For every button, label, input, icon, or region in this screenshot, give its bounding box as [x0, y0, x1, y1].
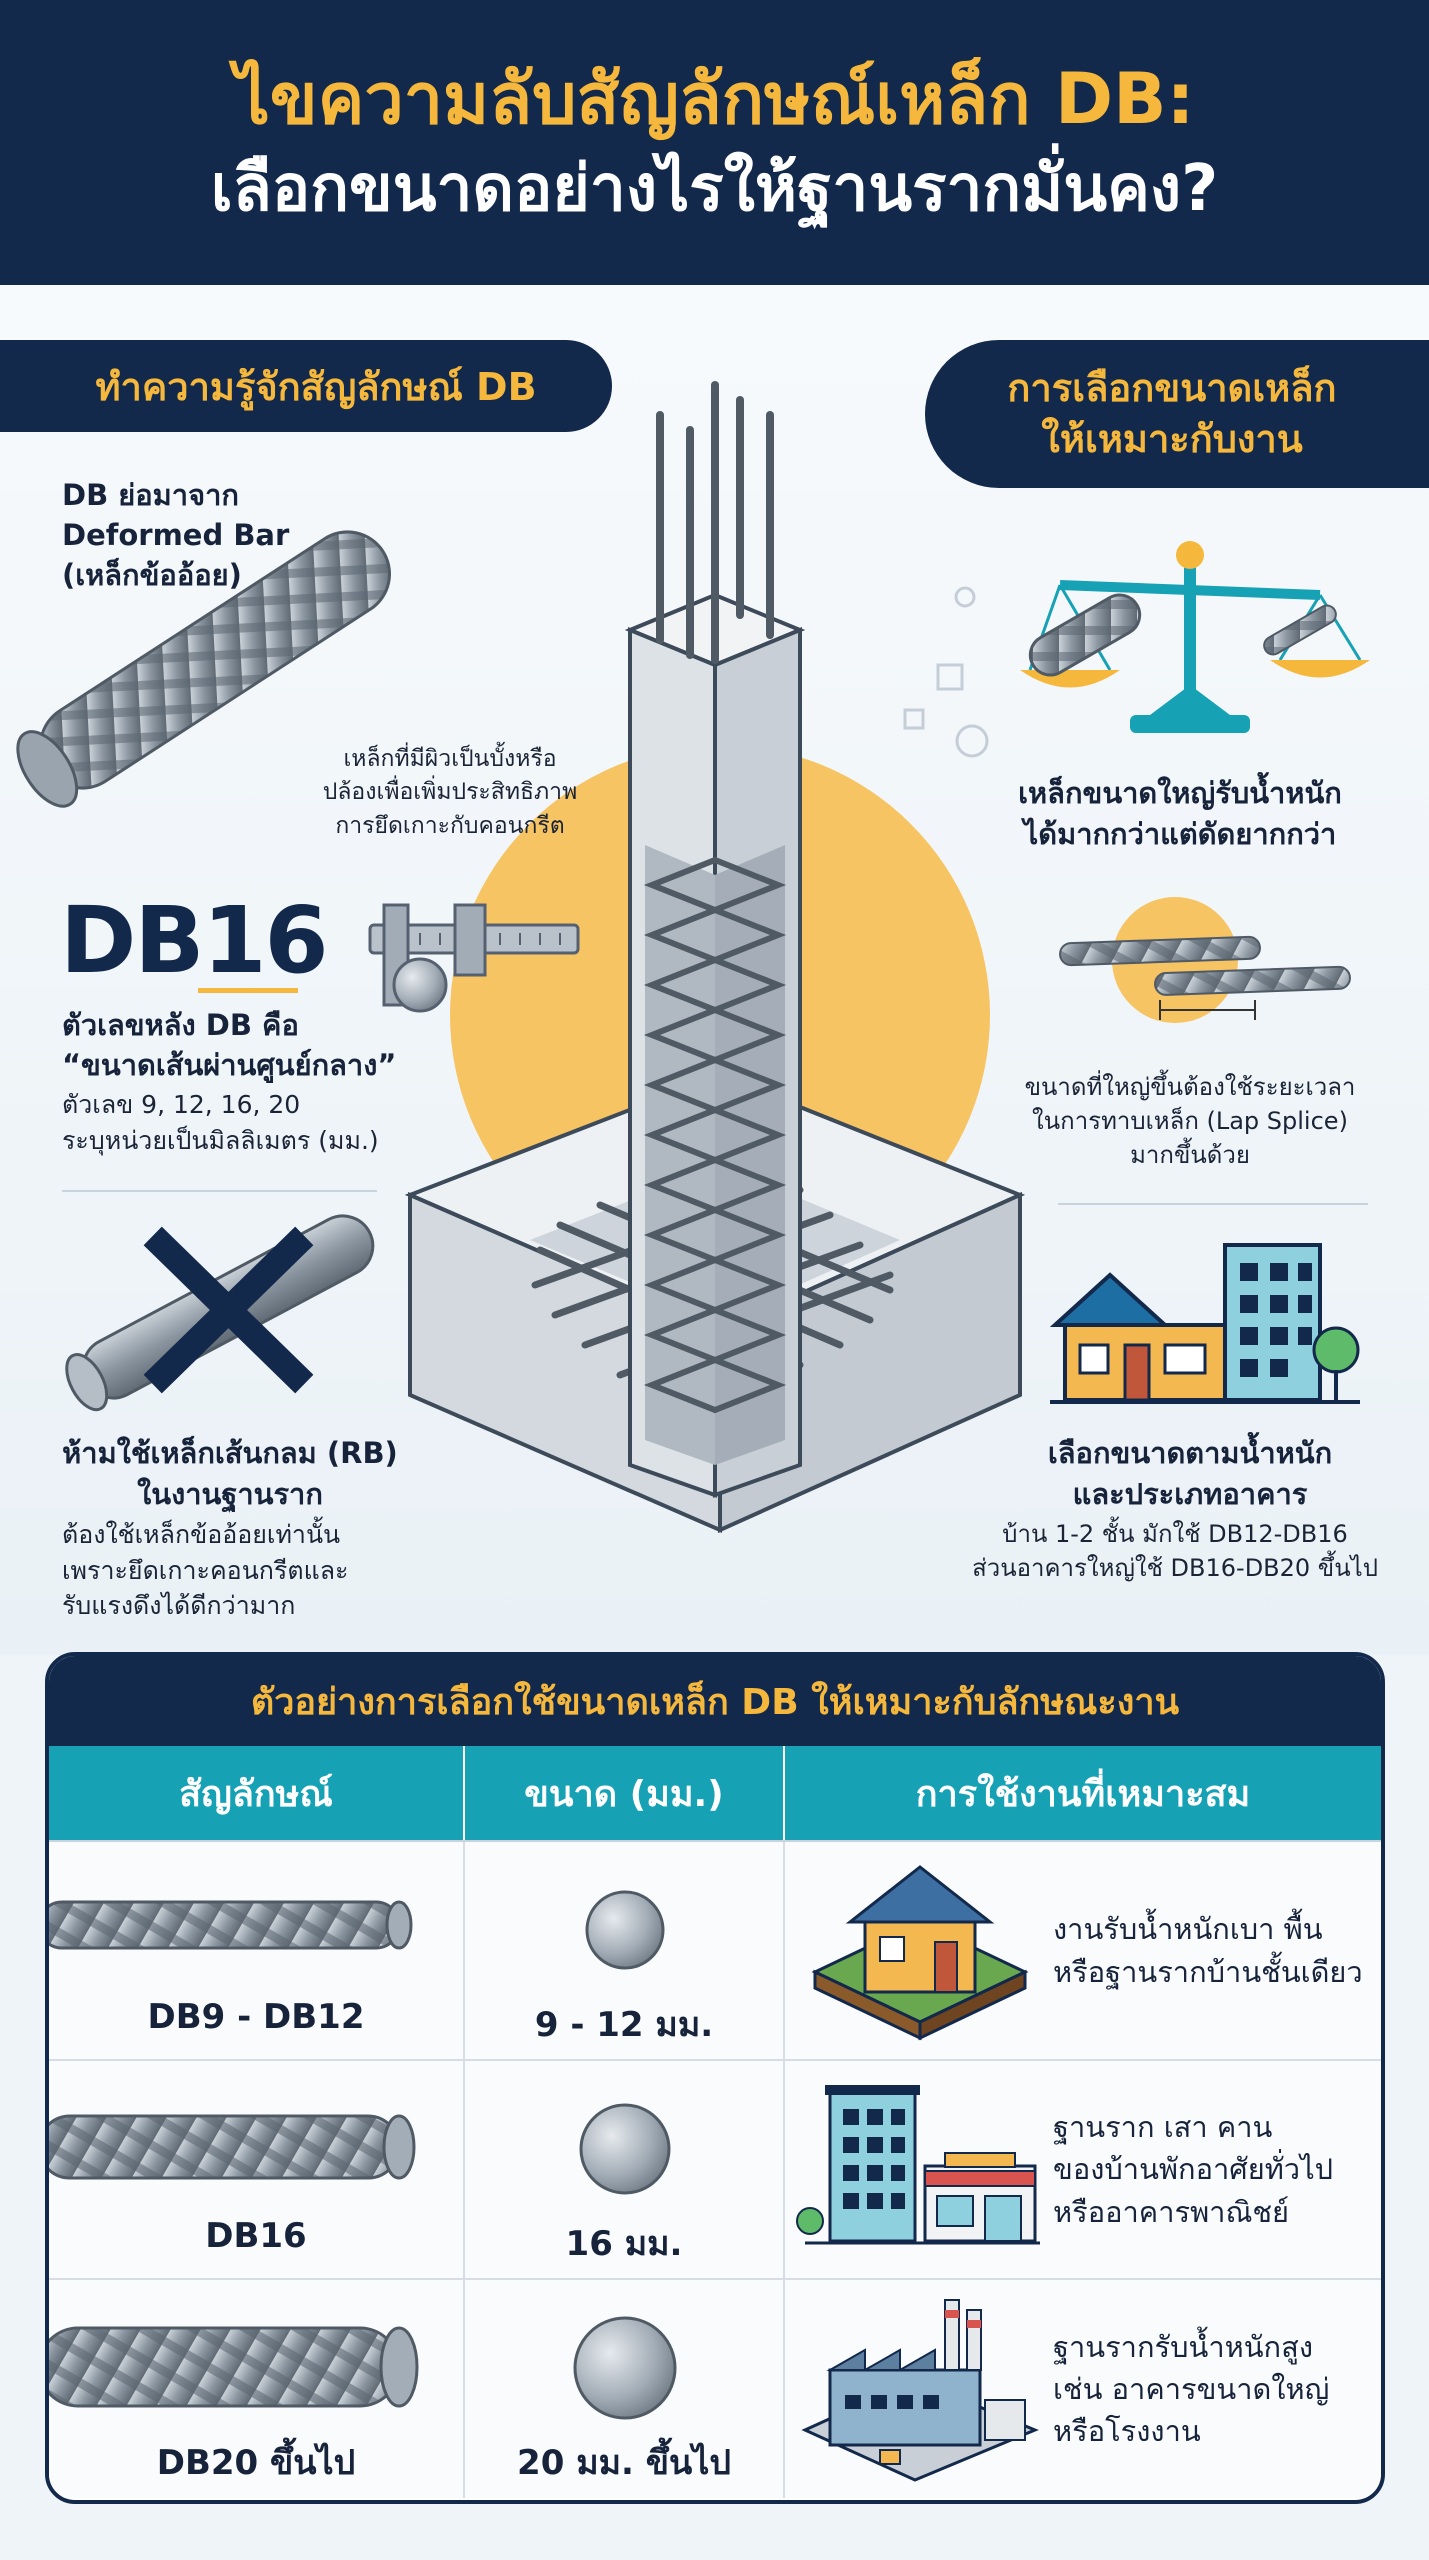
db-def-line3: (เหล็กข้ออ้อย) — [62, 558, 242, 593]
usage-line1: ฐานรากรับน้ำหนักสูง — [1053, 2329, 1313, 2364]
db16-underline — [198, 988, 298, 993]
right-divider — [1058, 1203, 1368, 1205]
warn-desc-line1: ต้องใช้เหล็กข้ออ้อยเท่านั้น — [62, 1520, 341, 1549]
rib-desc-line2: ปล้องเพื่อเพิ่มประสิทธิภาพ — [322, 779, 578, 806]
warn-desc-line3: รับแรงดึงได้ดีกว่ามาก — [62, 1591, 296, 1620]
cross-section-circle-icon — [573, 2316, 677, 2420]
db-def-line1: DB ย่อมาจาก — [62, 478, 239, 512]
usage-cell: งานรับน้ำหนักเบา พื้น หรือฐานรากบ้านชั้น… — [785, 1842, 1381, 2059]
usage-line3: หรืออาคารพาณิชย์ — [1053, 2194, 1290, 2229]
house-building-icon — [1049, 1243, 1360, 1404]
warn-title-line2: ในงานฐานราก — [137, 1476, 323, 1511]
splice-desc-line2: ในการทาบเหล็ก (Lap Splice) — [1032, 1107, 1348, 1136]
building-desc-line1: บ้าน 1-2 ชั้น มักใช้ DB12-DB16 — [1002, 1520, 1348, 1548]
table-row: DB16 16 มม. — [49, 2061, 1381, 2280]
lap-splice-icon — [1059, 935, 1351, 1020]
usage-text: ฐานราก เสา คาน ของบ้านพักอาศัยทั่วไป หรื… — [1053, 2061, 1373, 2278]
thin-rebar-icon — [49, 1900, 413, 1950]
db-definition: DB ย่อมาจาก Deformed Bar (เหล็กข้ออ้อย) — [62, 475, 289, 595]
usage-cell: ฐานราก เสา คาน ของบ้านพักอาศัยทั่วไป หรื… — [785, 2061, 1381, 2278]
size-cell: 16 มม. — [465, 2061, 785, 2278]
splice-desc-line3: มากขึ้นด้วย — [1130, 1141, 1250, 1170]
warning-title: ห้ามใช้เหล็กเส้นกลม (RB) ในงานฐานราก — [40, 1433, 420, 1514]
db-def-line2: Deformed Bar — [62, 518, 290, 553]
rib-desc-line1: เหล็กที่มีผิวเป็นบั้งหรือ — [343, 746, 557, 772]
title-line-2: เลือกขนาดอย่างไรให้ฐานรากมั่นคง? — [210, 152, 1219, 227]
splice-description: ขนาดที่ใหญ่ขึ้นต้องใช้ระยะเวลา ในการทาบเ… — [990, 1070, 1390, 1172]
splice-desc-line1: ขนาดที่ใหญ่ขึ้นต้องใช้ระยะเวลา — [1024, 1073, 1356, 1101]
main-illustration-area: ทำความรู้จักสัญลักษณ์ DB การเลือกขนาดเหล… — [0, 285, 1429, 1655]
thick-rebar-icon — [49, 2326, 419, 2408]
table-row: DB20 ขึ้นไป 20 มม. ขึ้นไป — [49, 2280, 1381, 2498]
number-description: ตัวเลข 9, 12, 16, 20 ระบุหน่วยเป็นมิลลิเ… — [62, 1087, 379, 1158]
usage-line2: หรือฐานรากบ้านชั้นเดียว — [1053, 1954, 1363, 1989]
table-header-row: สัญลักษณ์ ขนาด (มม.) การใช้งานที่เหมาะสม — [49, 1746, 1381, 1842]
header-banner: ไขความลับสัญลักษณ์เหล็ก DB: เลือกขนาดอย่… — [0, 0, 1429, 285]
footing-column-illustration — [404, 381, 1026, 1534]
number-title-line2: “ขนาดเส้นผ่านศูนย์กลาง” — [62, 1048, 397, 1083]
number-title: ตัวเลขหลัง DB คือ “ขนาดเส้นผ่านศูนย์กลาง… — [62, 1005, 396, 1085]
factory-icon — [801, 2299, 1039, 2482]
title-line-1: ไขความลับสัญลักษณ์เหล็ก DB: — [234, 57, 1195, 140]
usage-text: งานรับน้ำหนักเบา พื้น หรือฐานรากบ้านชั้น… — [1053, 1842, 1373, 2059]
size-cell: 9 - 12 มม. — [465, 1842, 785, 2059]
usage-line3: หรือโรงงาน — [1053, 2414, 1201, 2449]
usage-line2: ของบ้านพักอาศัยทั่วไป — [1053, 2152, 1334, 2187]
usage-line1: ฐานราก เสา คาน — [1053, 2110, 1273, 2145]
size-cell: 20 มม. ขึ้นไป — [465, 2280, 785, 2498]
header-usage: การใช้งานที่เหมาะสม — [915, 1773, 1251, 1815]
decorative-shapes — [903, 586, 989, 758]
table-title: ตัวอย่างการเลือกใช้ขนาดเหล็ก DB ให้เหมาะ… — [49, 1656, 1381, 1746]
symbol-label: DB9 - DB12 — [147, 1997, 365, 2037]
building-description: บ้าน 1-2 ชั้น มักใช้ DB12-DB16 ส่วนอาคาร… — [960, 1517, 1390, 1585]
symbol-label: DB16 — [205, 2216, 307, 2256]
selection-table: ตัวอย่างการเลือกใช้ขนาดเหล็ก DB ให้เหมาะ… — [45, 1652, 1385, 2504]
cross-section-circle-icon — [585, 1890, 665, 1970]
size-label: 20 มม. ขึ้นไป — [517, 2443, 731, 2483]
number-desc-line1: ตัวเลข 9, 12, 16, 20 — [62, 1090, 301, 1119]
caliper-icon — [368, 903, 580, 1013]
right-section-title-line2: ให้เหมาะกับงาน — [1041, 417, 1303, 461]
usage-line2: เช่น อาคารขนาดใหญ่ — [1053, 2371, 1330, 2406]
usage-text: ฐานรากรับน้ำหนักสูง เช่น อาคารขนาดใหญ่ ห… — [1053, 2280, 1373, 2498]
commercial-building-icon — [796, 2085, 1040, 2245]
header-size: ขนาด (มม.) — [465, 1746, 785, 1840]
medium-rebar-icon — [49, 2114, 416, 2180]
usage-cell: ฐานรากรับน้ำหนักสูง เช่น อาคารขนาดใหญ่ ห… — [785, 2280, 1381, 2498]
scale-title: เหล็กขนาดใหญ่รับน้ำหนัก ได้มากกว่าแต่ดัด… — [960, 773, 1400, 854]
left-section-title: ทำความรู้จักสัญลักษณ์ DB — [0, 340, 612, 432]
left-divider — [62, 1190, 377, 1192]
balance-scale-icon — [1020, 541, 1370, 733]
header-symbol: สัญลักษณ์ — [49, 1746, 465, 1840]
size-label: 16 มม. — [565, 2224, 683, 2264]
table-row: DB9 - DB12 9 - 12 มม. งานรับน้ำหนักเบา พ… — [49, 1842, 1381, 2061]
right-section-title: การเลือกขนาดเหล็ก ให้เหมาะกับงาน — [925, 340, 1429, 488]
number-desc-line2: ระบุหน่วยเป็นมิลลิเมตร (มม.) — [62, 1125, 379, 1155]
cross-mark-icon — [143, 1226, 314, 1394]
right-section-title-line1: การเลือกขนาดเหล็ก — [1007, 365, 1337, 410]
warn-title-line1: ห้ามใช้เหล็กเส้นกลม (RB) — [62, 1436, 398, 1470]
scale-title-line1: เหล็กขนาดใหญ่รับน้ำหนัก — [1018, 776, 1342, 810]
rib-description: เหล็กที่มีผิวเป็นบั้งหรือ ปล้องเพื่อเพิ่… — [300, 743, 600, 843]
symbol-cell: DB16 — [49, 2061, 465, 2278]
rib-desc-line3: การยึดเกาะกับคอนกรีต — [335, 812, 565, 839]
symbol-label: DB20 ขึ้นไป — [156, 2443, 356, 2483]
cross-section-circle-icon — [579, 2103, 671, 2195]
scale-title-line2: ได้มากกว่าแต่ดัดยากกว่า — [1023, 816, 1337, 851]
illustration-canvas — [16, 381, 1370, 1534]
symbol-cell: DB9 - DB12 — [49, 1842, 465, 2059]
building-title-line1: เลือกขนาดตามน้ำหนัก — [1047, 1436, 1333, 1470]
building-title: เลือกขนาดตามน้ำหนัก และประเภทอาคาร — [990, 1433, 1390, 1514]
building-desc-line2: ส่วนอาคารใหญ่ใช้ DB16-DB20 ขึ้นไป — [972, 1554, 1378, 1583]
number-title-line1: ตัวเลขหลัง DB คือ — [62, 1008, 299, 1042]
warn-desc-line2: เพราะยึดเกาะคอนกรีตและ — [62, 1555, 349, 1585]
building-title-line2: และประเภทอาคาร — [1072, 1476, 1308, 1511]
usage-line1: งานรับน้ำหนักเบา พื้น — [1053, 1912, 1323, 1947]
symbol-cell: DB20 ขึ้นไป — [49, 2280, 465, 2498]
single-house-icon — [811, 1865, 1029, 2041]
size-label: 9 - 12 มม. — [534, 2005, 714, 2045]
warning-description: ต้องใช้เหล็กข้ออ้อยเท่านั้น เพราะยึดเกาะ… — [62, 1517, 348, 1624]
db16-big-label: DB16 — [60, 887, 329, 994]
deformed-bar-icon — [16, 530, 392, 808]
